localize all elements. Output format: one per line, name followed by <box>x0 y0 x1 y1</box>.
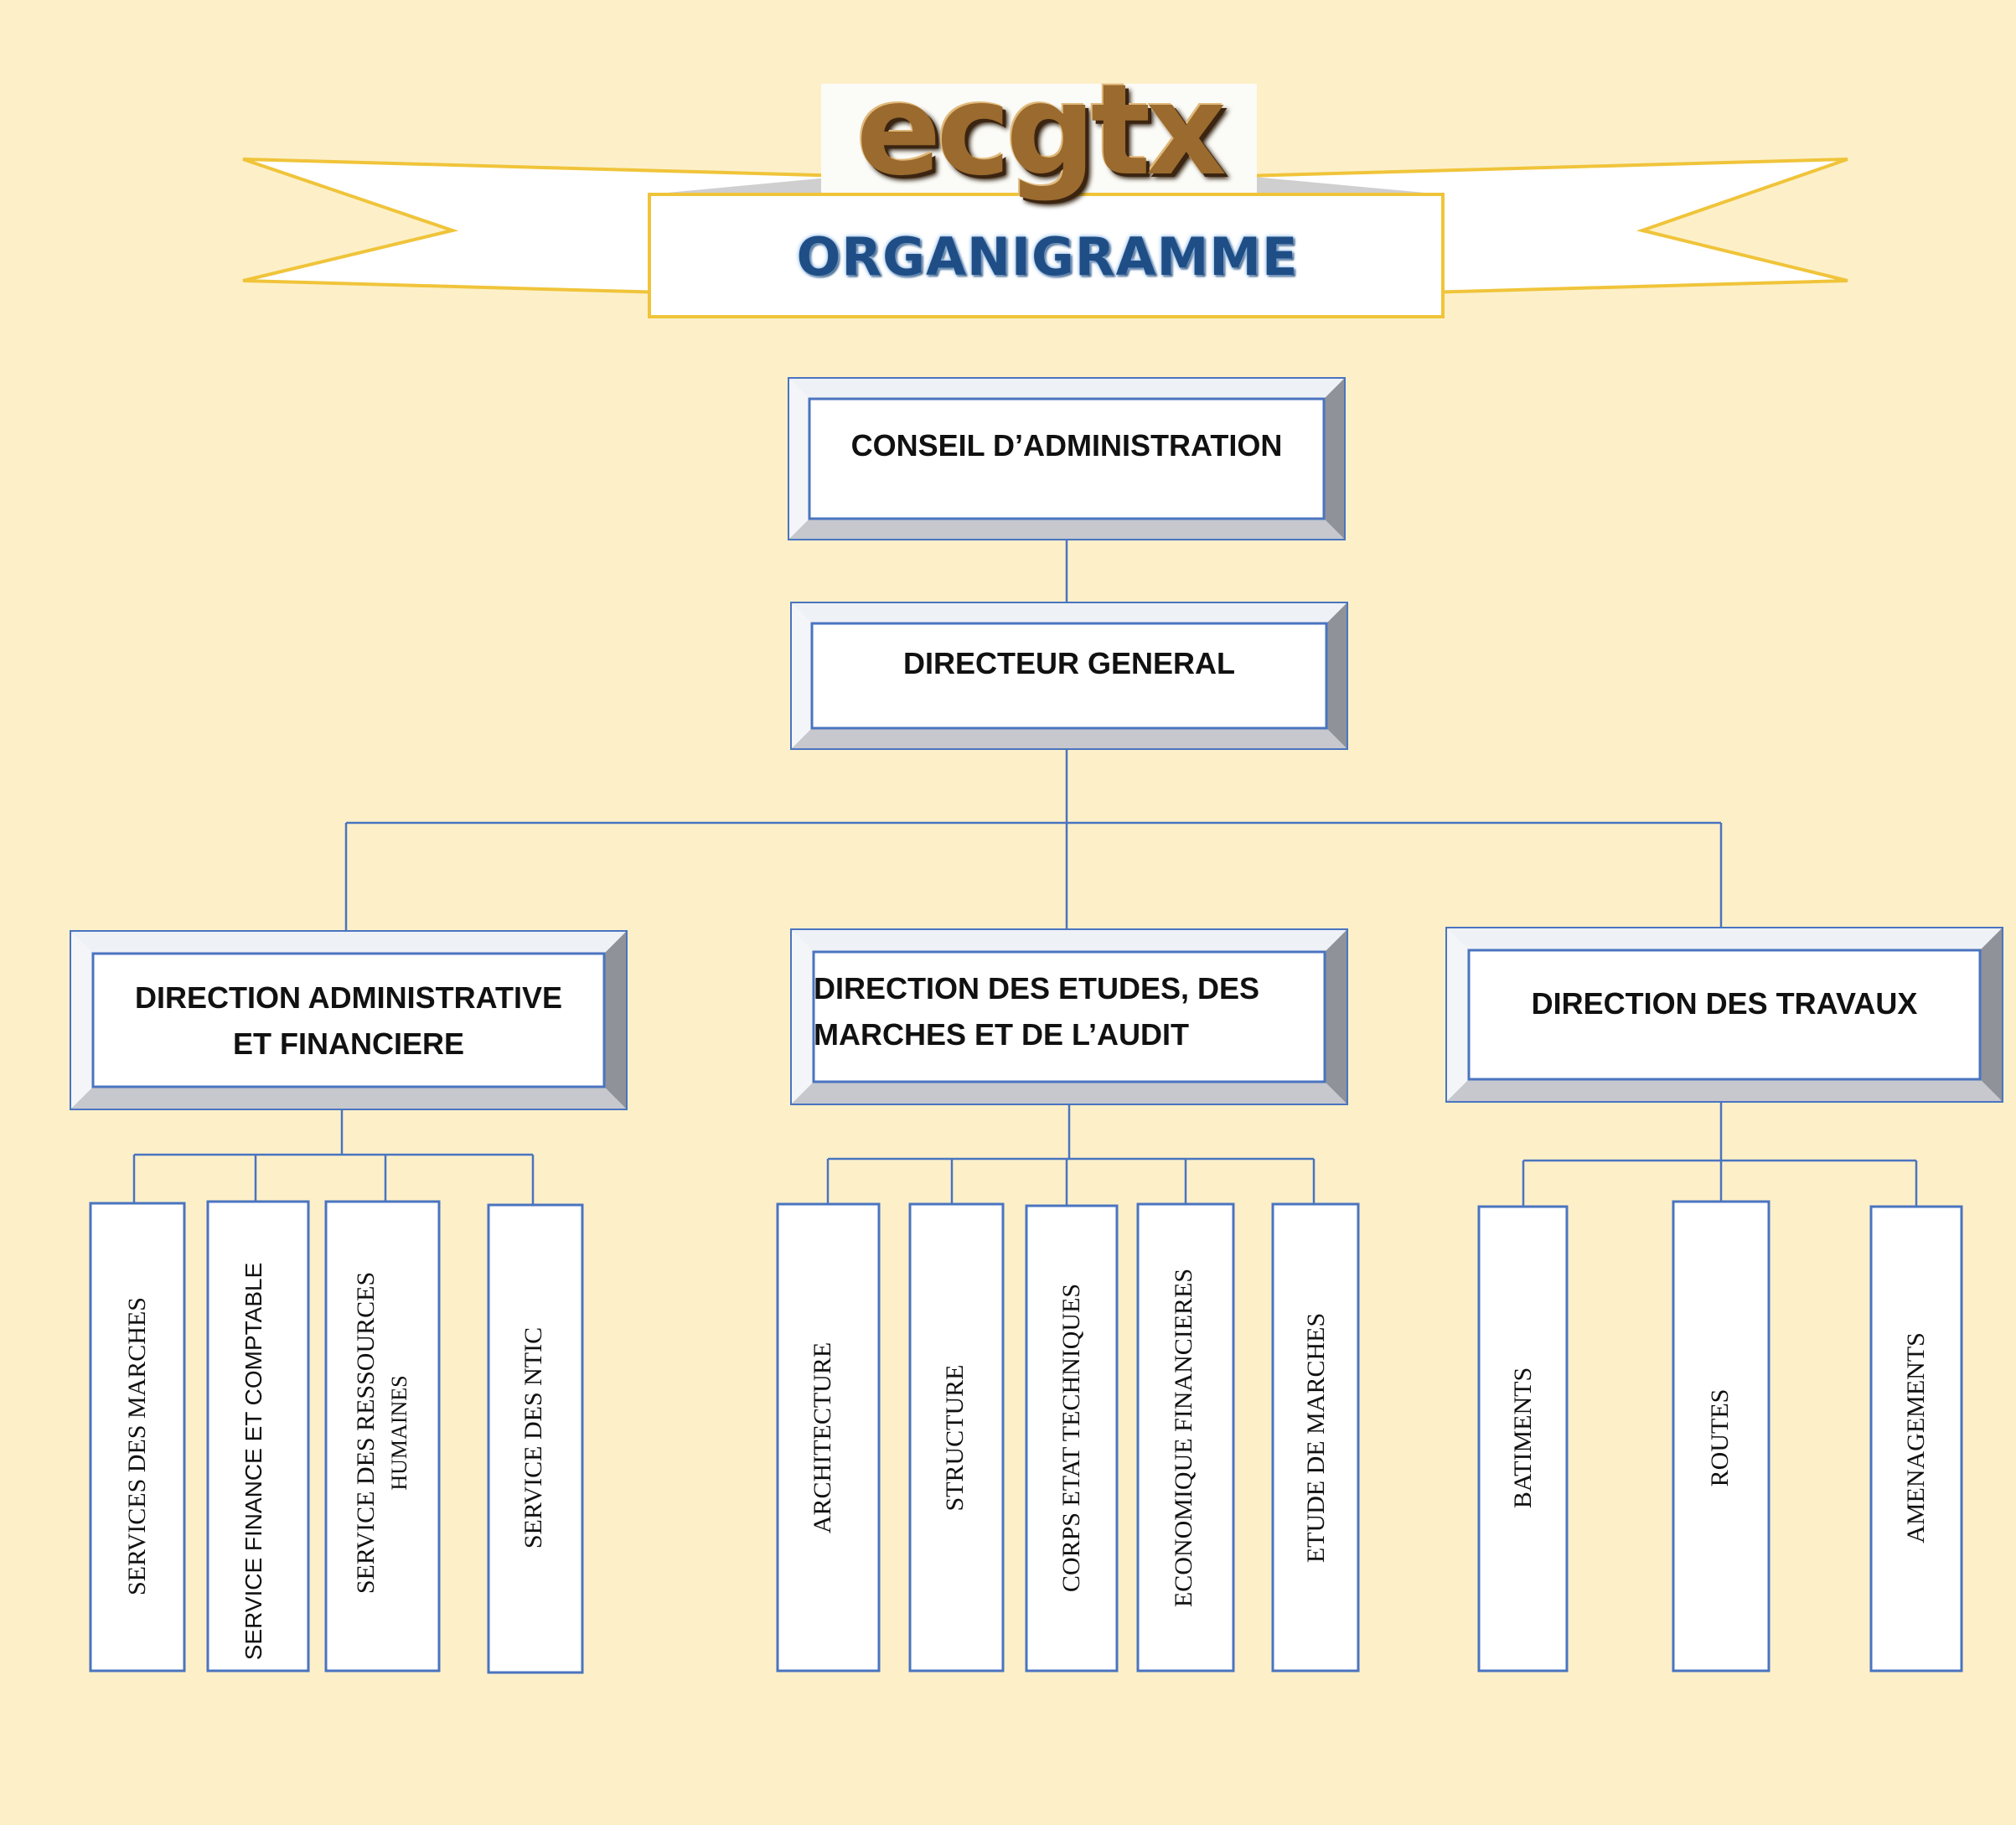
ribbon-fold-left <box>649 176 846 194</box>
service-label: ECONOMIQUE FINANCIERES <box>1170 1268 1197 1608</box>
box-dt <box>1445 927 2003 1103</box>
svc-box-corps-etat <box>1025 1204 1119 1672</box>
service-label: SERVICE DES NTIC <box>520 1326 547 1549</box>
title-banner <box>242 158 1848 318</box>
svc-box-routes <box>1672 1200 1770 1672</box>
box-dg <box>790 602 1348 750</box>
logo-text: ecgtx <box>856 58 1227 204</box>
svc-box-amenagements <box>1869 1205 1963 1672</box>
svc-box-marches <box>89 1202 186 1672</box>
service-boxes <box>89 1200 1963 1674</box>
svc-box-structure <box>908 1202 1005 1672</box>
service-label: STRUCTURE <box>941 1364 969 1512</box>
node-dema-label: DIRECTION DES ETUDES, DES MARCHES ET DE … <box>814 971 1260 1052</box>
connectors <box>132 539 1918 1207</box>
service-label: ROUTES <box>1706 1388 1734 1487</box>
service-label: ETUDE DE MARCHES <box>1302 1312 1330 1564</box>
page-title: ORGANIGRAMME <box>796 226 1299 287</box>
ribbon-fold-right <box>1244 176 1443 194</box>
node-dt-label: DIRECTION DES TRAVAUX <box>1531 986 1918 1021</box>
svc-box-economique <box>1136 1202 1235 1672</box>
ribbon-center <box>648 193 1445 318</box>
box-conseil <box>788 377 1346 540</box>
node-dg-label: DIRECTEUR GENERAL <box>902 646 1236 680</box>
svc-box-ntic <box>487 1203 584 1674</box>
box-daf <box>70 930 628 1110</box>
service-label: SERVICE DES RESSOURCES HUMAINES <box>352 1271 411 1595</box>
logo: ecgtx <box>821 68 1257 194</box>
service-label: AMENAGEMENTS <box>1902 1332 1930 1543</box>
service-label: BATIMENTS <box>1509 1367 1537 1509</box>
node-conseil-label: CONSEIL D’ADMINISTRATION <box>850 428 1283 463</box>
box-dema <box>790 928 1348 1105</box>
svc-box-etude-marches <box>1271 1202 1360 1672</box>
svc-box-finance <box>206 1200 310 1672</box>
svc-box-architecture <box>776 1202 881 1672</box>
svc-box-rh <box>324 1200 441 1672</box>
service-label: CORPS ETAT TECHNIQUES <box>1057 1283 1085 1593</box>
service-label: ARCHITECTURE <box>809 1342 836 1534</box>
svc-box-batiments <box>1477 1205 1569 1672</box>
node-daf-label: DIRECTION ADMINISTRATIVE ET FINANCIERE <box>135 980 562 1061</box>
service-label: SERVICE FINANCE ET COMPTABLE <box>240 1262 266 1661</box>
service-label: SERVICES DES MARCHES <box>123 1296 151 1596</box>
